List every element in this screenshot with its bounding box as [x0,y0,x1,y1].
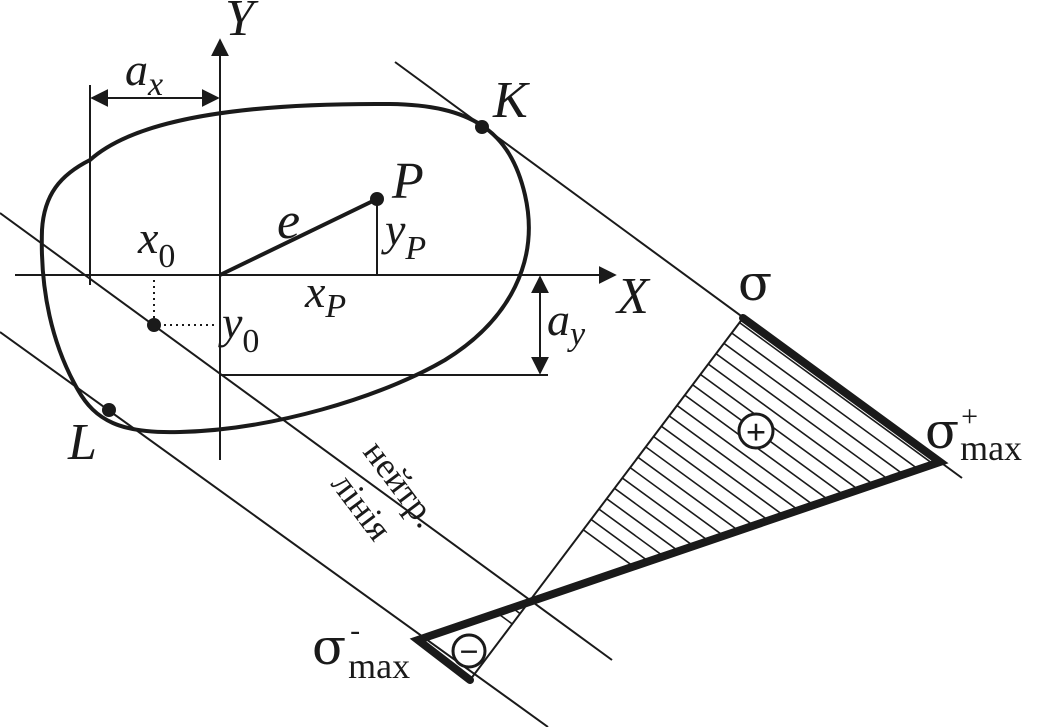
hatch-line [528,318,940,604]
hatch-line [529,318,940,604]
minus-sign: − [459,634,478,671]
point-l-marker [102,403,116,417]
hatch-line [661,318,940,604]
stress-diagram-baseline [469,317,744,681]
hatch-line [639,318,940,604]
sigma-max-negative-label: σ-max [312,614,410,686]
yp-label: yP [381,204,426,267]
stress-envelope [409,314,949,684]
minus-circle-icon [451,633,487,669]
axis-x-label: X [615,268,651,325]
eccentricity-line [219,197,378,277]
hatch-line [505,604,528,680]
hatch-line [683,318,940,604]
hatch-line [528,318,940,604]
hatch-line [881,318,940,604]
hatch-line [528,318,940,604]
ax-label: ax [125,44,163,103]
hatch-line [528,318,801,604]
y0-label: y0 [218,297,259,360]
hatch-line [528,318,933,604]
x0-label: x0 [137,212,175,275]
hatch-line [595,318,940,604]
hatch-line [528,318,940,604]
plus-circle-icon [737,412,775,450]
hatch-line [617,318,940,604]
eccentricity-label: e [277,193,300,250]
hatch-line [749,318,940,604]
hatch-line [705,318,940,604]
hatch-line [527,604,528,680]
sigma-label: σ [738,254,772,312]
hatch-line [528,318,940,604]
hatch-line [837,318,940,604]
sigma-max-positive-label: σ+max [925,400,1022,468]
axis-y-label: Y [225,0,259,47]
ay-label: ay [547,294,586,353]
neutral-line [0,212,613,661]
xp-label: xP [304,266,346,325]
point-p-label: P [391,153,424,210]
negative-zone-hatching [418,250,1039,688]
point-l-label: L [67,414,97,471]
neutral-point-marker [147,318,161,332]
plus-sign: + [746,412,767,452]
point-p-marker [370,192,384,206]
hatch-line [594,250,1039,688]
point-k-label: K [492,72,530,129]
hatch-line [418,604,528,680]
hatch-line [418,604,528,680]
cross-section-contour [39,101,531,435]
hatch-line [418,604,528,680]
hatch-line [771,318,940,604]
hatch-line [727,318,940,604]
point-k-marker [475,120,489,134]
